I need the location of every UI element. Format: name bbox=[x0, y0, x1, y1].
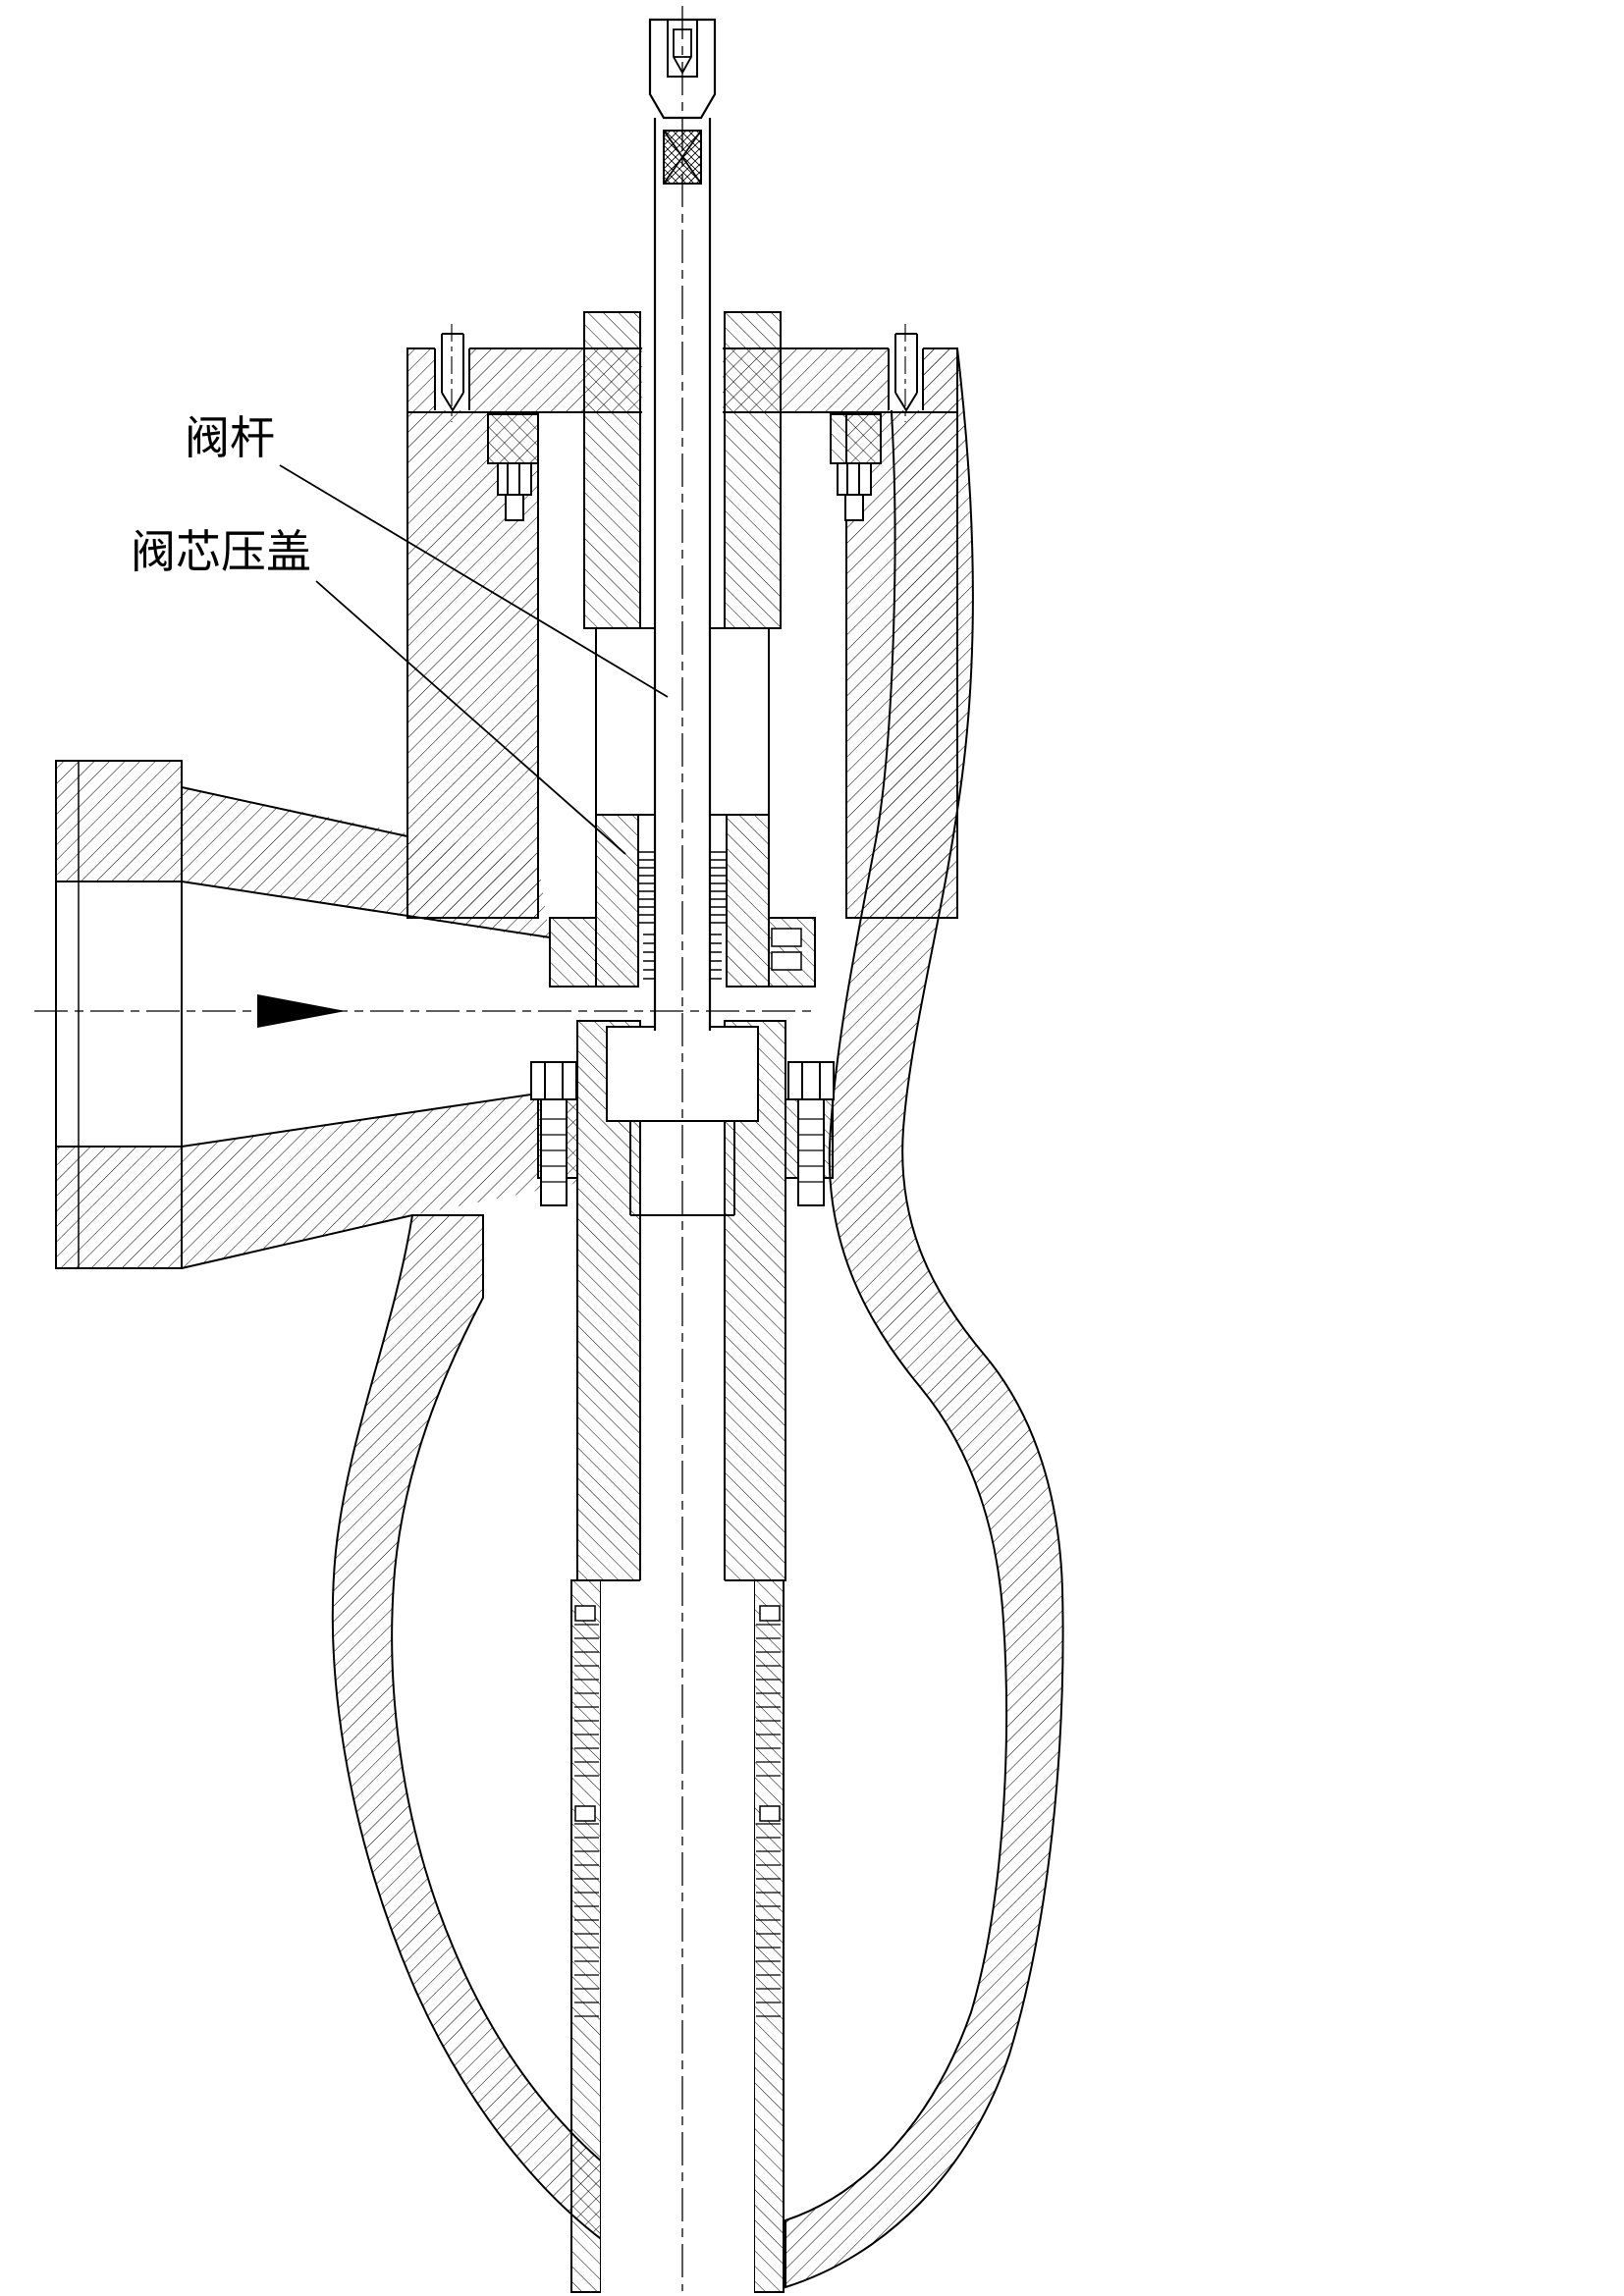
hex-bolt-right bbox=[787, 1061, 835, 1206]
bushing-bolt-right-head bbox=[837, 462, 872, 496]
hatch-inlet-top-wall bbox=[182, 787, 550, 939]
stud-centerlines bbox=[451, 324, 906, 422]
inlet-flange-bore-lines bbox=[56, 881, 182, 1148]
retainer-ring bbox=[574, 1605, 596, 1622]
hatch-gland-column-left bbox=[583, 311, 641, 629]
gland-bolt-right-nut bbox=[771, 928, 802, 947]
retainer-rings bbox=[574, 1605, 781, 1822]
hatch-inlet-flange-bottom bbox=[56, 1147, 182, 1268]
hatch-tube-left bbox=[570, 1579, 602, 2293]
label-valve-stem: 阀杆 bbox=[185, 411, 275, 464]
inlet-flange-outline bbox=[55, 760, 183, 1269]
hatch-bushing-left bbox=[487, 413, 539, 464]
hatch-stuffingbox-right bbox=[726, 814, 770, 988]
hex-bolt-right-head bbox=[787, 1061, 835, 1100]
leader-line-stem bbox=[279, 464, 669, 698]
bushing-bolt-right-shaft bbox=[844, 494, 864, 521]
bushing-bolt-left bbox=[497, 462, 532, 521]
hatch-stuffingbox-left bbox=[595, 814, 639, 988]
hatch-gland-flange-left bbox=[549, 917, 597, 988]
stem-edges bbox=[653, 118, 712, 1031]
hatch-gland-column-right bbox=[724, 311, 782, 629]
hex-bolt-left-threads bbox=[541, 1118, 567, 1183]
hex-bolt-right-threads bbox=[798, 1118, 824, 1183]
retainer-ring bbox=[759, 1605, 781, 1622]
hatch-body-right-shell bbox=[785, 347, 1064, 2289]
hex-bolt-left-shaft bbox=[540, 1098, 568, 1206]
flow-arrow-icon bbox=[257, 994, 346, 1028]
hatched-sections bbox=[56, 311, 1064, 2293]
hatch-tube-right bbox=[753, 1579, 785, 2293]
label-plug-gland: 阀芯压盖 bbox=[131, 525, 311, 578]
stem-pin-cross bbox=[663, 130, 702, 185]
bushing-bolt-left-shaft bbox=[505, 494, 524, 521]
hatch-bushing-right bbox=[830, 413, 882, 464]
thread-marks-left-upper bbox=[574, 1624, 599, 1777]
hatch-inlet-bottom-wall bbox=[182, 1088, 577, 1268]
thread-marks-right-upper bbox=[756, 1624, 781, 1777]
hex-bolt-right-shaft bbox=[797, 1098, 825, 1206]
thread-marks-left-lower bbox=[574, 1823, 599, 2017]
stud-bolt-left bbox=[434, 333, 470, 412]
hatch-inlet-flange-top bbox=[56, 761, 182, 881]
callouts: 阀杆 阀芯压盖 bbox=[131, 411, 669, 855]
hex-bolt-left bbox=[530, 1061, 577, 1206]
hex-bolt-right-head-lines bbox=[801, 1062, 821, 1099]
retainer-ring bbox=[574, 1805, 596, 1822]
thread-marks-right-lower bbox=[756, 1823, 781, 2017]
bushing-bolt-left-lines bbox=[507, 463, 520, 495]
centerlines bbox=[34, 6, 906, 2291]
bushing-bolt-right-lines bbox=[846, 463, 860, 495]
inlet-pipe-lines bbox=[181, 786, 578, 1269]
gland-bolt-right-washer bbox=[771, 951, 802, 971]
valve-plug-steps bbox=[629, 1121, 735, 1216]
stud-bolt-right bbox=[888, 333, 924, 412]
retainer-ring bbox=[759, 1805, 781, 1822]
bushing-bolt-right bbox=[837, 462, 872, 521]
leader-line-gland bbox=[315, 580, 626, 855]
gland-bolt-right bbox=[771, 928, 802, 971]
hex-bolt-left-head bbox=[530, 1061, 577, 1100]
hex-bolt-left-head-lines bbox=[544, 1062, 564, 1099]
tube-bore bbox=[601, 1580, 754, 2296]
tube-thread-marks bbox=[574, 1624, 781, 2017]
bushing-bolt-left-head bbox=[497, 462, 532, 496]
